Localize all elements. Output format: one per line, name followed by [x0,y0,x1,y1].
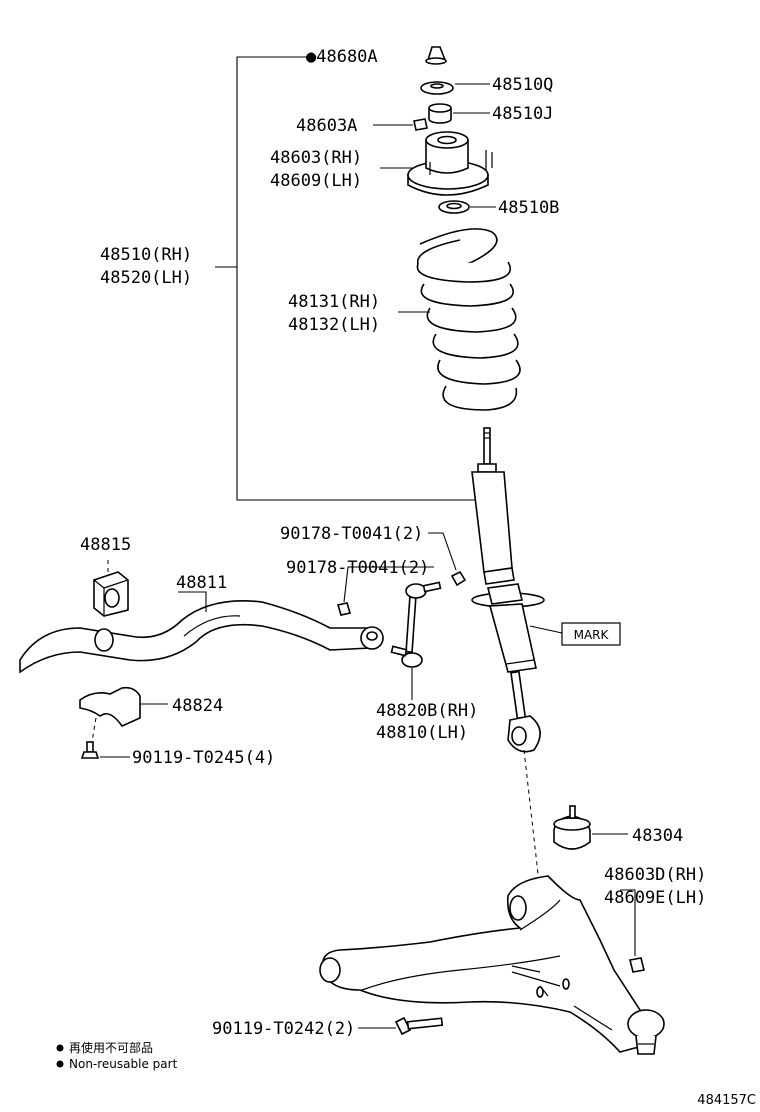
label-48603A: 48603A [296,116,357,136]
label-90178-lower: 90178-T0041(2) [286,558,429,578]
label-48510J: 48510J [492,104,553,124]
label-48609-lh: 48609(LH) [270,171,362,191]
label-48510B: 48510B [498,198,559,218]
legend: 再使用不可部品 Non-reusable part [56,1040,178,1071]
bushing-48815 [93,560,129,652]
legend-bullet-2 [56,1060,64,1068]
label-48603-rh: 48603(RH) [270,148,362,168]
legend-line-1: 再使用不可部品 [69,1040,153,1055]
legend-bullet-1 [56,1044,64,1052]
label-90119-T0242: 90119-T0242(2) [212,1019,355,1039]
mark-box [561,622,621,646]
upper-mount-48603 [380,131,493,196]
assembly-bracket [215,56,475,501]
label-48510Q: 48510Q [492,75,553,95]
bolt-90119-T0242 [358,1016,444,1036]
coil-spring-48131 [398,228,521,411]
nut-48680A [425,46,447,65]
label-48609E-lh: 48609E(LH) [604,888,706,908]
bump-stop-48304 [553,805,628,850]
bushing-48510J [428,103,490,124]
label-48811: 48811 [176,573,227,593]
label-48810-lh: 48810(LH) [376,723,468,743]
shock-absorber [471,427,563,753]
nut-90178-upper [428,532,467,587]
ball-joint [627,1009,665,1055]
nut-90178-lower [336,566,434,616]
label-48815: 48815 [80,535,131,555]
label-48304: 48304 [632,826,683,846]
label-90119-T0245: 90119-T0245(4) [132,748,275,768]
label-mark: MARK [574,628,610,642]
label-90178-upper: 90178-T0041(2) [280,524,423,544]
stabilizer-bar-48811 [19,591,384,674]
lower-control-arm [319,875,656,1053]
label-48510-rh: 48510(RH) [100,245,192,265]
label-48603D-rh: 48603D(RH) [604,865,706,885]
diagram-id: 484157C [697,1093,756,1108]
label-48824: 48824 [172,696,223,716]
seat-48510B [438,200,496,214]
bolt-90119-T0245 [80,741,130,759]
label-48132-lh: 48132(LH) [288,315,380,335]
washer-48510Q [420,81,490,95]
label-48520-lh: 48520(LH) [100,268,192,288]
legend-line-2: Non-reusable part [69,1057,178,1071]
label-48680A: ●48680A [306,47,378,67]
nut-48603A [373,118,428,131]
stabilizer-link-48820B [390,581,442,700]
bracket-48824 [79,686,168,743]
label-48820B-rh: 48820B(RH) [376,701,478,721]
nut-48603D [620,889,645,973]
label-48131-rh: 48131(RH) [288,292,380,312]
